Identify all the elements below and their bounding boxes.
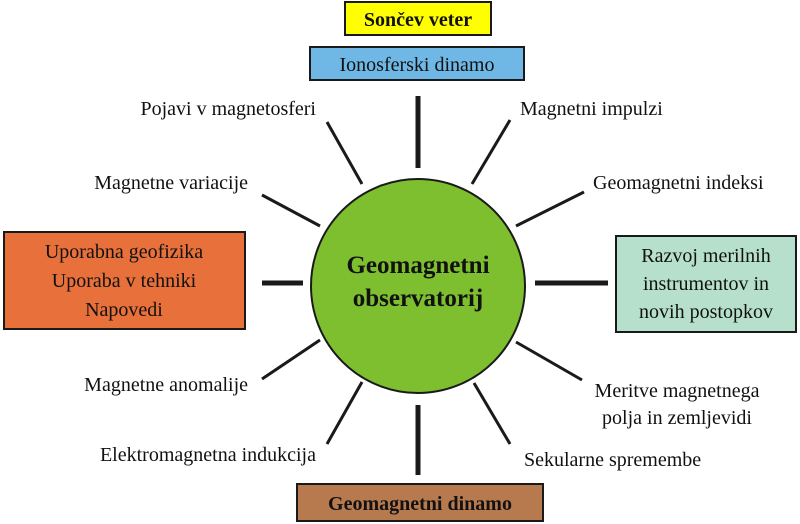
spoke-magnetosphere [325, 121, 364, 185]
solar-wind-box [344, 1, 492, 36]
center-title-line2: observatorij [353, 285, 484, 312]
geodynamo-box [296, 483, 544, 522]
geodynamo-label: Geomagnetni dinamo [328, 493, 512, 515]
spoke-secular [472, 382, 512, 445]
applied-line3: Napovedi [85, 299, 163, 321]
label-measurements-line1: Meritve magnetnega [595, 380, 760, 402]
spoke-measurements [515, 340, 583, 382]
applied-line2: Uporaba v tehniki [52, 270, 197, 292]
label-measurements-line2: polja in zemljevidi [602, 407, 752, 429]
label-variations: Magnetne variacije [94, 172, 248, 194]
ionosphere-label: Ionosferski dinamo [340, 54, 495, 76]
observatory-circle [310, 178, 526, 394]
development-line3: novih postopkov [639, 301, 773, 323]
center-title-line1: Geomagnetni [346, 252, 489, 279]
development-line1: Razvoj merilnih [641, 245, 770, 267]
label-secular: Sekularne spremembe [524, 449, 701, 471]
spoke-pulsations [470, 119, 512, 185]
spoke-induction [325, 381, 364, 445]
applied-geophysics-box [3, 231, 246, 330]
applied-line1: Uporabna geofizika [45, 241, 203, 263]
label-indices: Geomagnetni indeksi [593, 172, 764, 194]
spoke-indices [515, 190, 585, 228]
spoke-anomalies [261, 338, 321, 381]
label-magnetosphere: Pojavi v magnetosferi [140, 98, 316, 120]
label-pulsations: Magnetni impulzi [520, 98, 663, 120]
development-line2: instrumentov in [643, 273, 769, 295]
spokes [261, 96, 608, 475]
label-induction: Elektromagnetna indukcija [100, 444, 316, 466]
spoke-variations [261, 193, 321, 228]
ionosphere-box [309, 46, 525, 81]
instrument-development-box [615, 235, 797, 333]
label-anomalies: Magnetne anomalije [84, 374, 248, 396]
solar-wind-label: Sončev veter [364, 9, 472, 31]
